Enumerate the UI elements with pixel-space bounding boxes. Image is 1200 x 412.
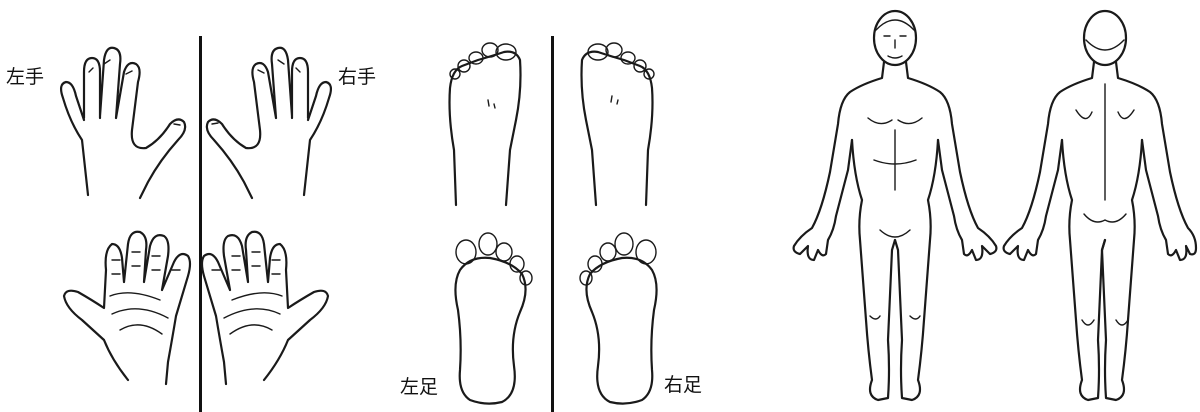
right-palm-icon xyxy=(202,232,328,384)
right-foot-top-icon xyxy=(582,43,655,205)
left-palm-icon xyxy=(64,232,190,384)
left-hand-back-icon xyxy=(61,48,185,198)
right-sole-icon xyxy=(580,233,657,404)
body-back-icon xyxy=(1004,11,1196,400)
left-foot-top-icon xyxy=(450,43,521,205)
body-front-icon xyxy=(794,11,997,400)
left-sole-icon xyxy=(455,233,532,404)
right-hand-back-icon xyxy=(207,48,331,198)
